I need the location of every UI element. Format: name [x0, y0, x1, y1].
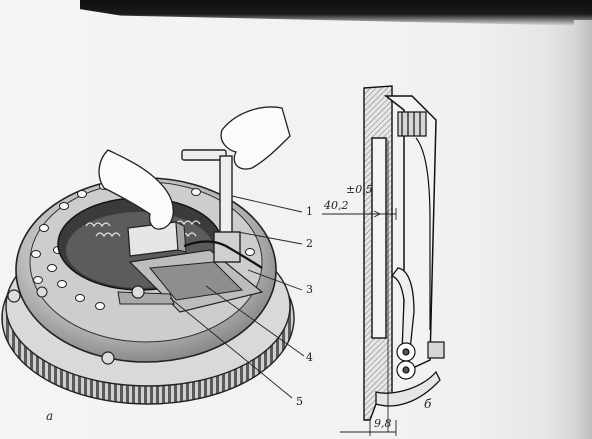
callout-label-4: 4 — [306, 351, 313, 364]
clutch-section-drawing — [363, 85, 445, 432]
callout-label-5: 5 — [296, 395, 303, 408]
dimension-lines — [322, 208, 397, 436]
callout-leaders — [169, 195, 305, 399]
callout-label-3: 3 — [306, 283, 313, 296]
callout-label-1: 1 — [306, 205, 313, 218]
panel-label-b: б — [424, 397, 432, 411]
clutch-assembly-drawing — [1, 106, 295, 405]
callout-label-2: 2 — [306, 237, 313, 250]
dimension-tolerance: ±0,5 — [346, 183, 373, 196]
panel-label-a: а — [46, 409, 54, 423]
dimension-height: 40,2 — [324, 199, 349, 212]
page-edge-shadow — [574, 20, 592, 439]
dimension-offset: 9,8 — [374, 417, 392, 430]
